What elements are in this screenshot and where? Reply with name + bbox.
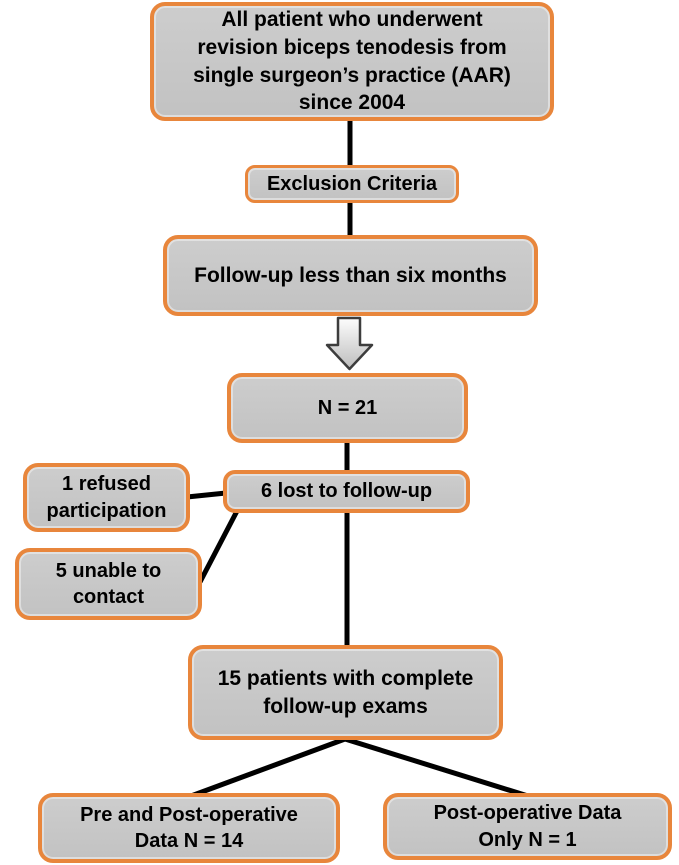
connector-refused-lost: [186, 490, 227, 500]
node-source-line: All patient who underwent: [221, 8, 483, 32]
node-prepost-line: Pre and Post-operative: [80, 803, 298, 826]
connector-complete-prepost: [190, 736, 346, 799]
node-refused-line: 1 refused: [62, 473, 151, 496]
node-complete-line: 15 patients with complete: [217, 666, 474, 690]
node-complete-followup: 15 patients with complete follow-up exam…: [188, 645, 503, 740]
node-n21: N = 21: [227, 373, 468, 443]
node-unable-to-contact: 5 unable to contact: [15, 548, 202, 620]
node-source-line: revision biceps tenodesis from: [197, 35, 507, 59]
down-block-arrow-icon: [325, 316, 374, 371]
node-lost-label: 6 lost to follow-up: [260, 480, 433, 503]
node-source: All patient who underwent revision bicep…: [150, 2, 554, 121]
connector-complete-postonly: [344, 736, 529, 799]
node-post-operative-only-data: Post-operative Data Only N = 1: [383, 793, 672, 860]
node-source-line: single surgeon’s practice (AAR): [193, 63, 511, 87]
node-exclusion-criteria: Exclusion Criteria: [245, 165, 459, 203]
node-refused-line: participation: [46, 499, 167, 522]
node-source-line: since 2004: [298, 91, 406, 115]
node-unable-line: contact: [72, 586, 145, 608]
node-lost-to-followup: 6 lost to follow-up: [223, 470, 470, 513]
node-postonly-line: Post-operative Data: [433, 802, 622, 825]
node-postonly-line: Only N = 1: [478, 828, 577, 851]
node-criteria-label: Follow-up less than six months: [194, 263, 507, 287]
node-unable-line: 5 unable to: [55, 559, 162, 582]
node-complete-line: follow-up exams: [263, 694, 428, 718]
node-followup-criteria: Follow-up less than six months: [163, 235, 538, 316]
node-pre-post-operative-data: Pre and Post-operative Data N = 14: [38, 793, 340, 863]
node-n21-label: N = 21: [317, 396, 378, 419]
node-exclusion-label: Exclusion Criteria: [266, 172, 438, 195]
connector-unable-lost: [197, 509, 240, 584]
node-prepost-line: Data N = 14: [134, 830, 244, 852]
node-refused-participation: 1 refused participation: [23, 463, 190, 532]
